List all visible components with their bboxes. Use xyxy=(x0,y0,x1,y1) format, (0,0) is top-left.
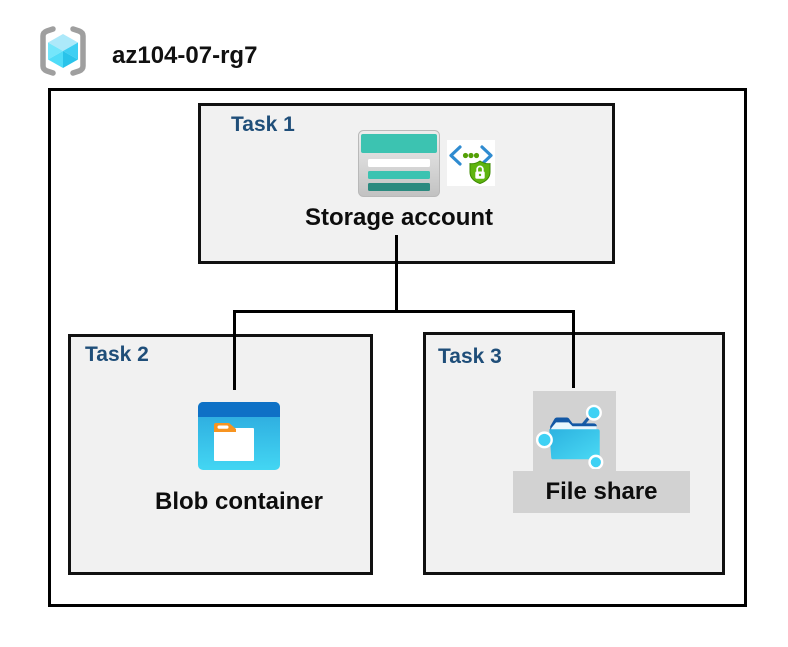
blob-container-label: Blob container xyxy=(154,488,323,515)
task2-box: Task 2 Blob container xyxy=(68,334,373,575)
file-share-label: File share xyxy=(545,478,658,505)
file-share-icon xyxy=(536,403,613,469)
task2-label: Task 2 xyxy=(85,343,149,366)
connector-drop-fileshare xyxy=(572,310,575,388)
resource-group-icon xyxy=(37,25,89,77)
blob-container-icon xyxy=(198,402,280,470)
resource-group-name: az104-07-rg7 xyxy=(112,42,258,69)
connector-drop-blob xyxy=(233,310,236,390)
code-brackets-shield-lock-icon xyxy=(447,140,495,186)
file-share-label-strip: File share xyxy=(513,471,690,513)
storage-account-icon xyxy=(358,130,440,197)
storage-account-label: Storage account xyxy=(304,204,494,231)
connector-stem xyxy=(395,235,398,312)
connector-horizontal xyxy=(233,310,575,313)
task1-box: Task 1 xyxy=(198,103,615,264)
file-share-highlight xyxy=(533,391,616,471)
task1-label: Task 1 xyxy=(231,113,295,136)
task3-label: Task 3 xyxy=(438,345,502,368)
